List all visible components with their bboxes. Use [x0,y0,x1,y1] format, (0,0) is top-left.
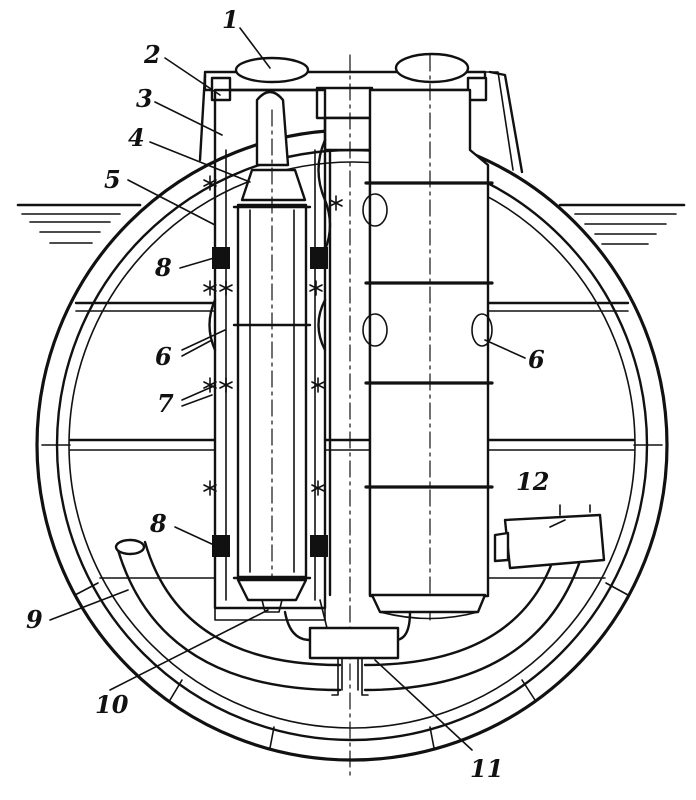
label-11: 11 [470,754,503,783]
bolt-joints [203,175,343,496]
steam-generator [362,54,494,621]
leader-lines [49,27,566,751]
label-4: 4 [128,123,145,152]
label-1: 1 [222,5,239,34]
label-5: 5 [104,165,121,194]
reactor-vessel [232,90,312,613]
label-2: 2 [143,40,161,69]
auxiliary-unit [493,504,606,570]
label-6-right: 6 [528,345,545,374]
pressure-hull [35,128,669,762]
hull-frames [41,444,663,749]
label-8-top: 8 [154,253,172,282]
label-10: 10 [95,690,129,719]
callout-labels: 1 2 3 4 5 8 6 6 7 8 9 10 11 12 [26,5,549,783]
label-7: 7 [157,389,174,418]
decks [68,301,636,579]
water-surface [16,203,686,245]
label-3: 3 [136,84,153,113]
central-shaft [328,54,372,781]
label-6-left: 6 [155,342,172,371]
shock-absorbers [212,247,328,557]
label-9: 9 [26,605,43,634]
label-12: 12 [516,467,549,496]
pump-base [283,599,412,696]
label-8-bottom: 8 [149,509,167,538]
